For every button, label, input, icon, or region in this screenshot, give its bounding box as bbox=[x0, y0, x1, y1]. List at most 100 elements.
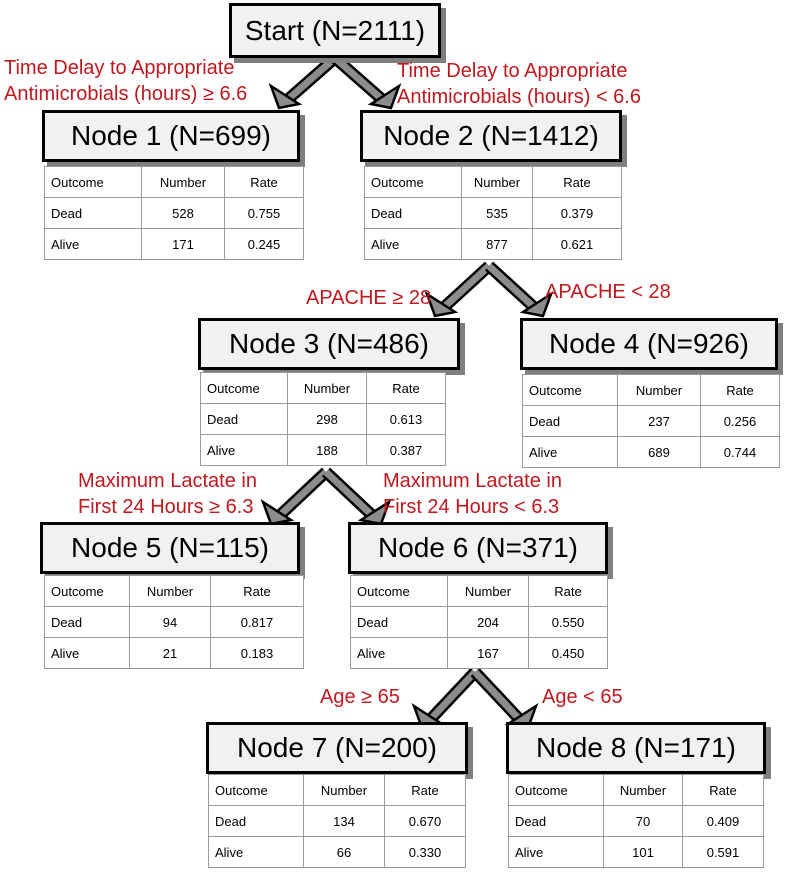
col-rate-header: Rate bbox=[532, 166, 622, 198]
node-6-table: Outcome Number Rate Dead 204 0.550 Alive… bbox=[350, 575, 608, 669]
node-3-title-box: Node 3 (N=486) bbox=[198, 318, 460, 370]
number-cell: 171 bbox=[141, 228, 225, 260]
table-header-row: Outcome Number Rate bbox=[350, 575, 608, 607]
split-condition-node6-right: Age < 65 bbox=[542, 686, 623, 708]
table-row: Dead 237 0.256 bbox=[522, 405, 780, 437]
node-1-table: Outcome Number Rate Dead 528 0.755 Alive… bbox=[44, 166, 304, 260]
col-outcome-header: Outcome bbox=[44, 575, 130, 607]
rate-cell: 0.670 bbox=[384, 805, 466, 837]
table-row: Alive 689 0.744 bbox=[522, 436, 780, 468]
col-rate-header: Rate bbox=[384, 774, 466, 806]
outcome-cell: Dead bbox=[350, 606, 448, 638]
node-1-title-box: Node 1 (N=699) bbox=[42, 110, 300, 162]
outcome-cell: Alive bbox=[350, 637, 448, 669]
table-row: Dead 528 0.755 bbox=[44, 197, 304, 229]
rate-cell: 0.387 bbox=[366, 434, 446, 466]
number-cell: 70 bbox=[603, 805, 683, 837]
split-condition-node3-right: Maximum Lactate in First 24 Hours < 6.3 bbox=[383, 470, 562, 518]
node-3-title: Node 3 (N=486) bbox=[228, 328, 429, 359]
outcome-cell: Dead bbox=[44, 606, 130, 638]
col-rate-header: Rate bbox=[682, 774, 764, 806]
rate-cell: 0.613 bbox=[366, 403, 446, 435]
table-header-row: Outcome Number Rate bbox=[44, 575, 304, 607]
col-outcome-header: Outcome bbox=[208, 774, 304, 806]
start-label: Start (N=2111) bbox=[244, 14, 426, 46]
table-row: Dead 94 0.817 bbox=[44, 606, 304, 638]
arrow-node6-node8 bbox=[470, 667, 527, 727]
outcome-cell: Alive bbox=[44, 637, 130, 669]
outcome-cell: Dead bbox=[208, 805, 304, 837]
col-outcome-header: Outcome bbox=[200, 372, 288, 404]
outcome-cell: Dead bbox=[200, 403, 288, 435]
rate-cell: 0.183 bbox=[210, 637, 304, 669]
rate-cell: 0.450 bbox=[528, 637, 608, 669]
rate-cell: 0.379 bbox=[532, 197, 622, 229]
rate-cell: 0.744 bbox=[700, 436, 780, 468]
arrow-node2-node3 bbox=[436, 261, 494, 315]
table-header-row: Outcome Number Rate bbox=[364, 166, 622, 198]
rate-cell: 0.621 bbox=[532, 228, 622, 260]
table-row: Dead 204 0.550 bbox=[350, 606, 608, 638]
node-4-title: Node 4 (N=926) bbox=[548, 328, 749, 359]
node-5-title-box: Node 5 (N=115) bbox=[40, 522, 300, 574]
arrow-start-node1 bbox=[281, 53, 339, 107]
table-row: Alive 21 0.183 bbox=[44, 637, 304, 669]
arrow-node2-node4 bbox=[484, 261, 542, 315]
table-row: Alive 101 0.591 bbox=[508, 836, 764, 868]
number-cell: 877 bbox=[461, 228, 533, 260]
arrowhead-node1 bbox=[268, 82, 303, 110]
col-outcome-header: Outcome bbox=[508, 774, 604, 806]
arrow-node3-node6 bbox=[321, 467, 380, 523]
split-condition-node2-left: APACHE ≥ 28 bbox=[306, 287, 432, 309]
start-box: Start (N=2111) bbox=[229, 3, 441, 58]
col-number-header: Number bbox=[461, 166, 533, 198]
table-header-row: Outcome Number Rate bbox=[208, 774, 466, 806]
outcome-cell: Alive bbox=[364, 228, 462, 260]
table-header-row: Outcome Number Rate bbox=[200, 372, 446, 404]
col-rate-header: Rate bbox=[366, 372, 446, 404]
col-number-header: Number bbox=[617, 374, 701, 406]
number-cell: 94 bbox=[129, 606, 211, 638]
table-row: Dead 70 0.409 bbox=[508, 805, 764, 837]
number-cell: 204 bbox=[447, 606, 529, 638]
col-number-header: Number bbox=[287, 372, 367, 404]
col-outcome-header: Outcome bbox=[350, 575, 448, 607]
rate-cell: 0.256 bbox=[700, 405, 780, 437]
number-cell: 528 bbox=[141, 197, 225, 229]
col-rate-header: Rate bbox=[528, 575, 608, 607]
col-outcome-header: Outcome bbox=[364, 166, 462, 198]
outcome-cell: Dead bbox=[364, 197, 462, 229]
outcome-cell: Alive bbox=[508, 836, 604, 868]
table-row: Alive 167 0.450 bbox=[350, 637, 608, 669]
rate-cell: 0.755 bbox=[224, 197, 304, 229]
outcome-cell: Alive bbox=[522, 436, 618, 468]
split-condition-node2-right: APACHE < 28 bbox=[545, 281, 671, 303]
col-number-header: Number bbox=[447, 575, 529, 607]
outcome-cell: Alive bbox=[44, 228, 142, 260]
split-condition-start-left: Time Delay to Appropriate Antimicrobials… bbox=[4, 57, 248, 105]
rate-cell: 0.245 bbox=[224, 228, 304, 260]
node-2-title: Node 2 (N=1412) bbox=[383, 120, 599, 151]
node-3-table: Outcome Number Rate Dead 298 0.613 Alive… bbox=[200, 372, 446, 466]
col-rate-header: Rate bbox=[700, 374, 780, 406]
node-7-table: Outcome Number Rate Dead 134 0.670 Alive… bbox=[208, 774, 466, 868]
arrowhead-node3 bbox=[424, 290, 459, 318]
arrow-node6-node7 bbox=[423, 667, 480, 727]
table-header-row: Outcome Number Rate bbox=[44, 166, 304, 198]
rate-cell: 0.817 bbox=[210, 606, 304, 638]
col-number-header: Number bbox=[303, 774, 385, 806]
table-row: Dead 134 0.670 bbox=[208, 805, 466, 837]
col-outcome-header: Outcome bbox=[44, 166, 142, 198]
number-cell: 237 bbox=[617, 405, 701, 437]
table-header-row: Outcome Number Rate bbox=[508, 774, 764, 806]
node-4-title-box: Node 4 (N=926) bbox=[520, 318, 778, 370]
col-rate-header: Rate bbox=[210, 575, 304, 607]
node-8-title-box: Node 8 (N=171) bbox=[506, 722, 766, 774]
node-5-table: Outcome Number Rate Dead 94 0.817 Alive … bbox=[44, 575, 304, 669]
table-row: Dead 535 0.379 bbox=[364, 197, 622, 229]
number-cell: 298 bbox=[287, 403, 367, 435]
arrowhead-node4 bbox=[519, 290, 554, 318]
table-row: Alive 877 0.621 bbox=[364, 228, 622, 260]
arrow-start-node2 bbox=[331, 53, 389, 107]
